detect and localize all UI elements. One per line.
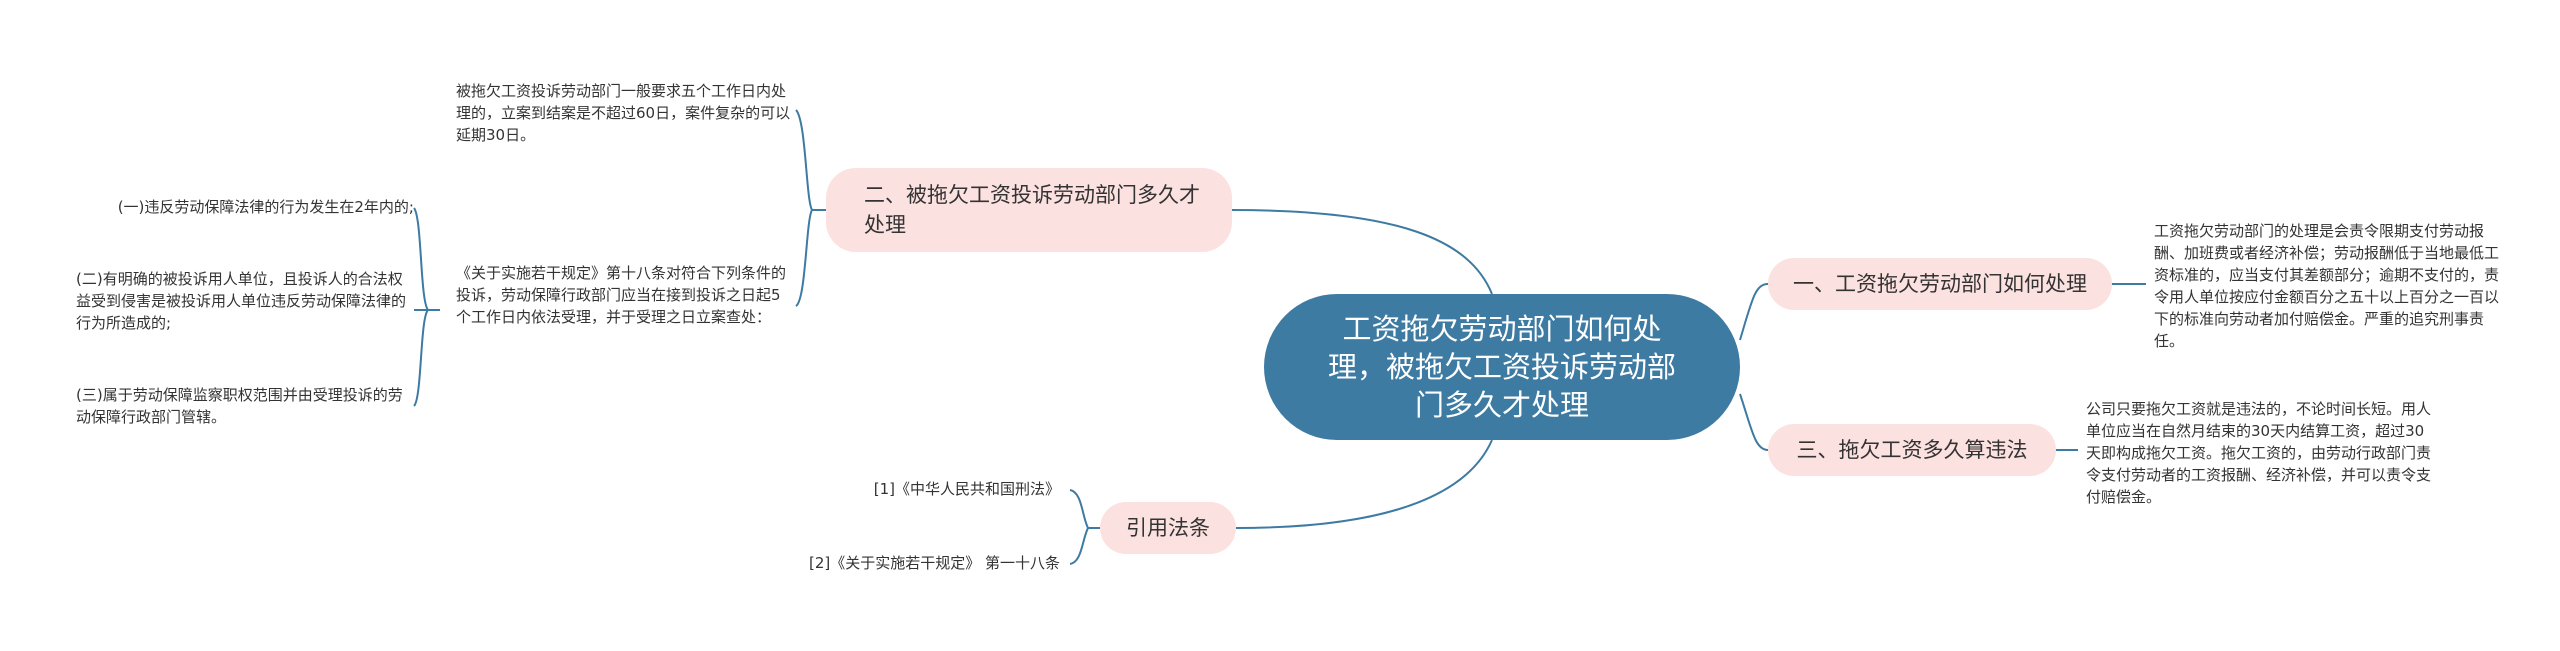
central-topic-label: 工资拖欠劳动部门如何处理，被拖欠工资投诉劳动部门多久才处理 bbox=[1327, 312, 1676, 422]
connector-central-b2 bbox=[1231, 209, 1493, 295]
branch-labor-department-handling[interactable]: 一、工资拖欠劳动部门如何处理 bbox=[1768, 258, 2112, 310]
branch-illegal-delay-label: 三、拖欠工资多久算违法 bbox=[1796, 438, 2028, 462]
leaf-illegal-detail[interactable]: 公司只要拖欠工资就是违法的，不论时间长短。用人单位应当在自然月结束的30天内结算… bbox=[2086, 400, 2432, 506]
leaf-reference-1[interactable]: [1]《中华人民共和国刑法》 bbox=[873, 480, 1060, 498]
branch-complaint-handling-time[interactable]: 二、被拖欠工资投诉劳动部门多久才处理 bbox=[826, 168, 1232, 252]
bracket-b2-conditions bbox=[413, 207, 440, 407]
leaf-condition-3[interactable]: (三)属于劳动保障监察职权范围并由受理投诉的劳动保障行政部门管辖。 bbox=[76, 386, 403, 426]
leaf-handling-detail[interactable]: 工资拖欠劳动部门的处理是会责令限期支付劳动报酬、加班费或者经济补偿；劳动报酬低于… bbox=[2154, 222, 2500, 350]
branch-complaint-handling-time-label: 二、被拖欠工资投诉劳动部门多久才处理 bbox=[864, 183, 1200, 237]
leaf-condition-2[interactable]: (二)有明确的被投诉用人单位，且投诉人的合法权益受到侵害是被投诉用人单位违反劳动… bbox=[76, 270, 407, 332]
leaf-reference-2[interactable]: [2]《关于实施若干规定》 第一十八条 bbox=[808, 554, 1060, 572]
connector-central-b3 bbox=[1739, 393, 1769, 451]
branch-labor-department-handling-label: 一、工资拖欠劳动部门如何处理 bbox=[1793, 272, 2087, 296]
branch-cited-laws-label: 引用法条 bbox=[1126, 516, 1210, 540]
central-topic[interactable]: 工资拖欠劳动部门如何处理，被拖欠工资投诉劳动部门多久才处理 bbox=[1264, 294, 1740, 440]
connector-central-b1 bbox=[1739, 283, 1769, 341]
branch-cited-laws[interactable]: 引用法条 bbox=[1100, 502, 1236, 554]
leaf-condition-1[interactable]: (一)违反劳动保障法律的行为发生在2年内的; bbox=[117, 198, 414, 216]
connector-central-b4 bbox=[1235, 439, 1493, 529]
bracket-b2 bbox=[795, 109, 826, 307]
branch-illegal-delay[interactable]: 三、拖欠工资多久算违法 bbox=[1768, 424, 2056, 476]
bracket-b4 bbox=[1069, 489, 1100, 565]
leaf-regulation-article-18[interactable]: 《关于实施若干规定》第十八条对符合下列条件的投诉，劳动保障行政部门应当在接到投诉… bbox=[456, 264, 787, 326]
leaf-complaint-timeline[interactable]: 被拖欠工资投诉劳动部门一般要求五个工作日内处理的，立案到结案是不超过60日，案件… bbox=[456, 82, 791, 144]
